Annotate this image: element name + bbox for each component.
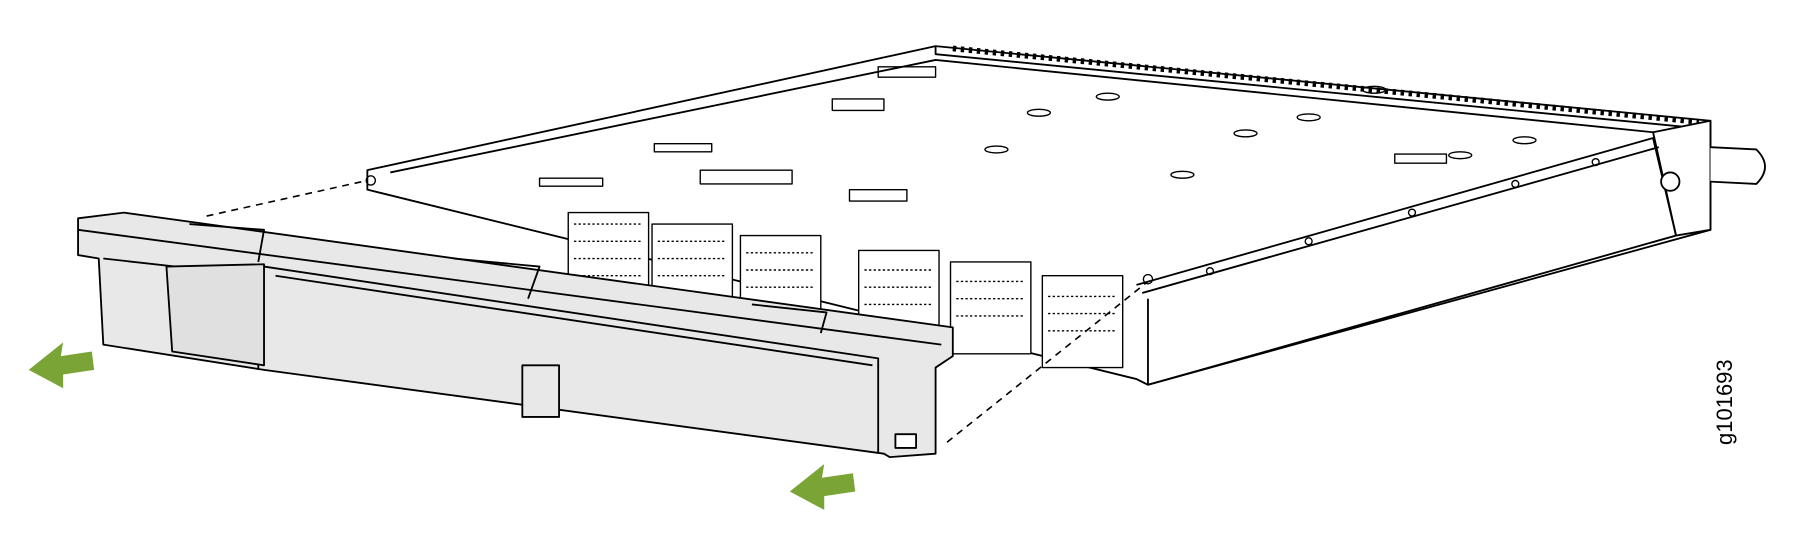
rail-screws xyxy=(365,157,1600,285)
air-filter-cover xyxy=(77,211,954,459)
alignment-guides xyxy=(206,179,1149,443)
figure-id-label: g101693 xyxy=(1712,359,1737,445)
pull-direction-arrows xyxy=(28,342,856,510)
bottom-arrow-icon xyxy=(789,464,856,510)
top-holes xyxy=(984,85,1537,179)
top-labels xyxy=(538,66,1448,202)
left-arrow-icon xyxy=(28,342,95,389)
